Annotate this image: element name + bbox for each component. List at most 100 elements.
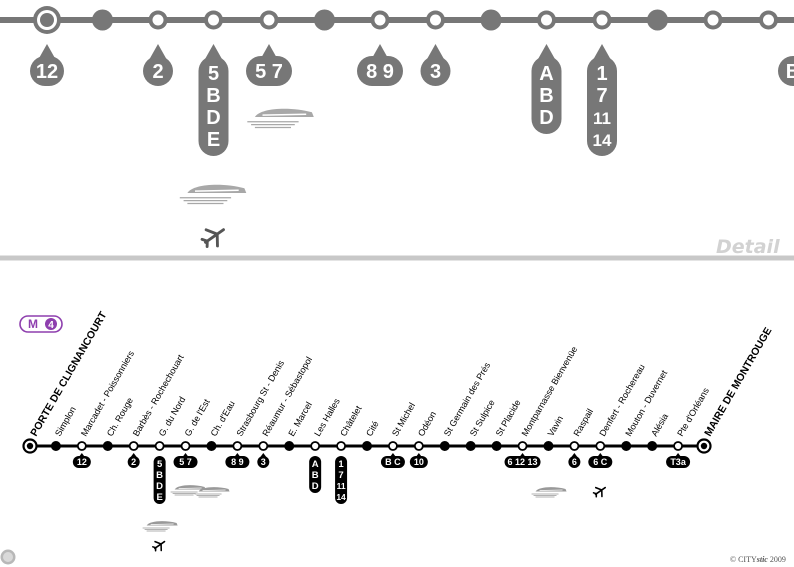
- stop-marker: [491, 441, 502, 451]
- connection-badge: [568, 456, 581, 468]
- station-18[interactable]: St Sulpice: [465, 398, 497, 451]
- connection-label: E: [156, 492, 162, 503]
- detail-station-16[interactable]: [759, 10, 778, 30]
- connection-badge: [666, 456, 691, 468]
- connection-stop-marker: [310, 441, 321, 451]
- station-name: Marcadet - Poissonniers: [79, 349, 136, 438]
- detail-connection-label: 11: [593, 109, 611, 128]
- detail-station-7[interactable]: [259, 10, 279, 30]
- station-8[interactable]: Ch. d'Eau: [206, 399, 237, 451]
- detail-station-3[interactable]: [33, 6, 61, 34]
- station-19[interactable]: St Placide: [491, 398, 523, 451]
- detail-station-13[interactable]: [592, 10, 612, 30]
- copyright-credit: © CITYstic 2009: [730, 555, 786, 564]
- station-11[interactable]: E. Marcel: [284, 400, 314, 451]
- connection-label: 10: [414, 457, 424, 467]
- detail-station-4[interactable]: [92, 9, 113, 31]
- connection-badge: [127, 456, 140, 468]
- detail-label: Detail: [716, 236, 780, 258]
- connection-label: D: [312, 481, 319, 492]
- detail-connection-label: 14: [593, 131, 612, 150]
- connection-label: B: [156, 470, 163, 481]
- detail-station-12[interactable]: [537, 10, 556, 30]
- detail-station-8[interactable]: [314, 9, 335, 31]
- connection-badge: [409, 456, 428, 468]
- station-name: Montparnasse Bienvenüe: [520, 345, 580, 438]
- connection-stop-marker: [388, 441, 398, 451]
- station-name: G. de l'Est: [183, 397, 213, 438]
- station-name: Odéon: [416, 410, 438, 438]
- connection-label: 11: [337, 481, 346, 491]
- station-name: Châtelet: [338, 404, 364, 438]
- tgv-icon: [194, 487, 230, 498]
- detail-station-10[interactable]: [426, 10, 445, 30]
- detail-connection-badge-partial: B: [778, 56, 794, 86]
- detail-station-6[interactable]: [204, 10, 223, 30]
- connection-stop-marker: [517, 441, 528, 451]
- station-name: Simplon: [53, 405, 78, 438]
- detail-connection-label: B: [539, 85, 553, 107]
- connection-badge: [309, 456, 322, 493]
- connection-stop-marker: [180, 441, 191, 451]
- tgv-icon: [170, 485, 206, 496]
- station-name: St Michel: [390, 401, 417, 438]
- detail-station-5[interactable]: [148, 10, 168, 30]
- connection-label: 6 C: [593, 457, 608, 467]
- connection-stop-marker: [595, 441, 606, 451]
- connection-label: D: [156, 481, 163, 492]
- connection-stop-marker: [673, 441, 683, 451]
- station-name: St Placide: [494, 398, 523, 438]
- connection-badge: [380, 456, 405, 468]
- detail-station-14[interactable]: [647, 9, 668, 31]
- connection-label: 8 9: [231, 457, 244, 467]
- tgv-icon: [179, 184, 247, 205]
- detail-connection-badge: 3: [420, 44, 451, 86]
- airport-plane-icon: [592, 486, 607, 498]
- station-name: Alésia: [649, 412, 670, 438]
- terminus-label: MAIRE DE MONTROUGE: [702, 325, 774, 438]
- connection-label: 3: [261, 457, 266, 467]
- connection-stop-marker: [76, 441, 87, 451]
- connection-badge: [257, 456, 270, 468]
- connection-label: 12: [77, 457, 87, 467]
- connection-label: B: [312, 470, 319, 481]
- station-name: Raspail: [571, 407, 595, 438]
- badge-letter: M: [28, 317, 38, 331]
- connection-badge: [225, 456, 250, 468]
- stop-marker: [50, 441, 61, 451]
- station-name: St Sulpice: [468, 398, 497, 438]
- connection-badge: [588, 456, 613, 468]
- connection-badge: [173, 456, 198, 468]
- detail-station-9[interactable]: [370, 10, 390, 30]
- connection-label: A: [312, 459, 319, 470]
- detail-connection-badge: 12: [30, 44, 64, 86]
- station-name: Vavin: [546, 414, 566, 438]
- connection-stop-marker: [154, 441, 165, 451]
- detail-connection-label: 5 7: [255, 61, 283, 83]
- station-27[interactable]: MAIRE DE MONTROUGE: [696, 325, 775, 454]
- detail-connection-badge: 8 9: [357, 44, 403, 86]
- detail-station-15[interactable]: [703, 10, 723, 30]
- detail-station-11[interactable]: [480, 9, 502, 31]
- credit-prefix: © CITY: [730, 555, 757, 564]
- stop-marker: [543, 441, 554, 451]
- line-4-badge[interactable]: M 4: [19, 315, 63, 333]
- detail-connection-label: B: [206, 85, 220, 107]
- detail-connection-label: 12: [36, 61, 58, 83]
- tgv-icon: [531, 487, 567, 498]
- station-16[interactable]: Odéon 10: [409, 410, 438, 468]
- detail-connection-label: B: [786, 61, 794, 83]
- stop-marker: [284, 441, 295, 451]
- detail-connection-label: E: [207, 129, 220, 151]
- detail-connection-label: D: [539, 107, 553, 129]
- station-2[interactable]: Simplon: [50, 405, 78, 451]
- detail-connection-label: 3: [430, 61, 441, 83]
- connection-badge: [72, 456, 91, 468]
